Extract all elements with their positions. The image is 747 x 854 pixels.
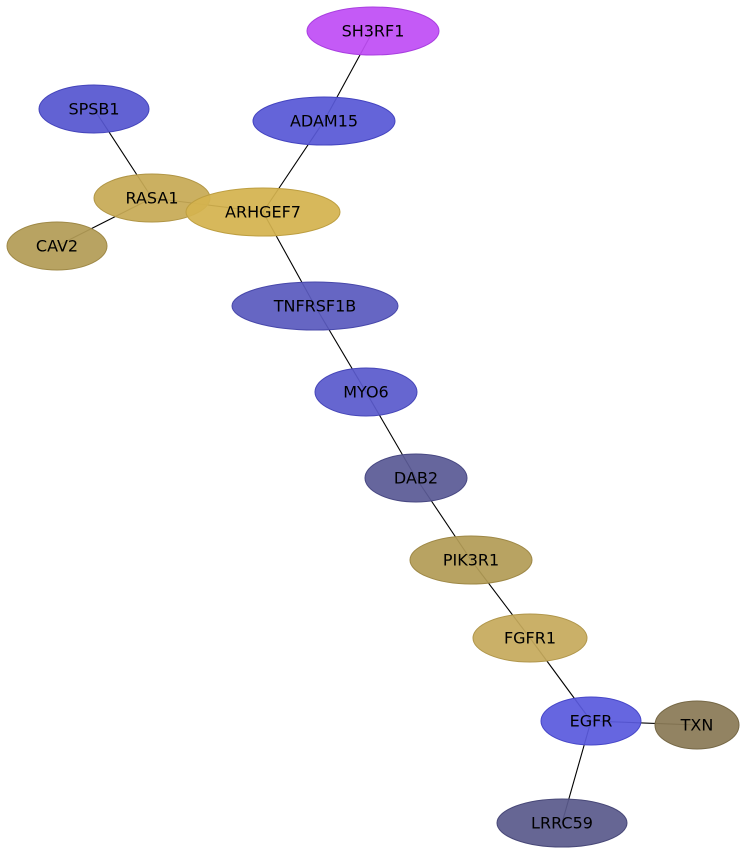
- node-label-cav2: CAV2: [36, 237, 78, 256]
- node-label-tnfrsf1b: TNFRSF1B: [273, 297, 357, 316]
- node-label-fgfr1: FGFR1: [504, 629, 556, 648]
- node-sh3rf1[interactable]: SH3RF1: [306, 6, 440, 56]
- node-label-dab2: DAB2: [394, 469, 438, 488]
- node-dab2[interactable]: DAB2: [364, 453, 468, 503]
- node-myo6[interactable]: MYO6: [314, 367, 418, 417]
- node-label-pik3r1: PIK3R1: [443, 551, 499, 570]
- node-shape-cav2: [6, 221, 108, 271]
- node-label-arhgef7: ARHGEF7: [225, 203, 301, 222]
- node-shape-dab2: [364, 453, 468, 503]
- node-shape-pik3r1: [409, 535, 533, 585]
- node-shape-adam15: [252, 96, 396, 146]
- node-label-spsb1: SPSB1: [68, 100, 119, 119]
- node-fgfr1[interactable]: FGFR1: [472, 613, 588, 663]
- node-shape-egfr: [540, 696, 642, 746]
- node-shape-lrrc59: [496, 798, 628, 848]
- node-shape-tnfrsf1b: [231, 281, 399, 331]
- node-label-txn: TXN: [680, 716, 714, 735]
- node-label-sh3rf1: SH3RF1: [342, 22, 405, 41]
- node-adam15[interactable]: ADAM15: [252, 96, 396, 146]
- node-label-myo6: MYO6: [343, 383, 388, 402]
- node-spsb1[interactable]: SPSB1: [38, 84, 150, 134]
- node-egfr[interactable]: EGFR: [540, 696, 642, 746]
- node-arhgef7[interactable]: ARHGEF7: [185, 187, 341, 237]
- node-shape-fgfr1: [472, 613, 588, 663]
- node-label-adam15: ADAM15: [290, 112, 358, 131]
- node-cav2[interactable]: CAV2: [6, 221, 108, 271]
- node-rasa1[interactable]: RASA1: [93, 173, 211, 223]
- node-pik3r1[interactable]: PIK3R1: [409, 535, 533, 585]
- node-txn[interactable]: TXN: [654, 700, 740, 750]
- node-label-egfr: EGFR: [570, 712, 613, 731]
- node-lrrc59[interactable]: LRRC59: [496, 798, 628, 848]
- node-shape-sh3rf1: [306, 6, 440, 56]
- node-shape-txn: [654, 700, 740, 750]
- node-shape-arhgef7: [185, 187, 341, 237]
- node-tnfrsf1b[interactable]: TNFRSF1B: [231, 281, 399, 331]
- node-label-rasa1: RASA1: [126, 189, 179, 208]
- node-label-lrrc59: LRRC59: [531, 814, 593, 833]
- node-shape-myo6: [314, 367, 418, 417]
- node-shape-spsb1: [38, 84, 150, 134]
- node-layer: SH3RF1SPSB1ADAM15RASA1ARHGEF7CAV2TNFRSF1…: [6, 6, 740, 848]
